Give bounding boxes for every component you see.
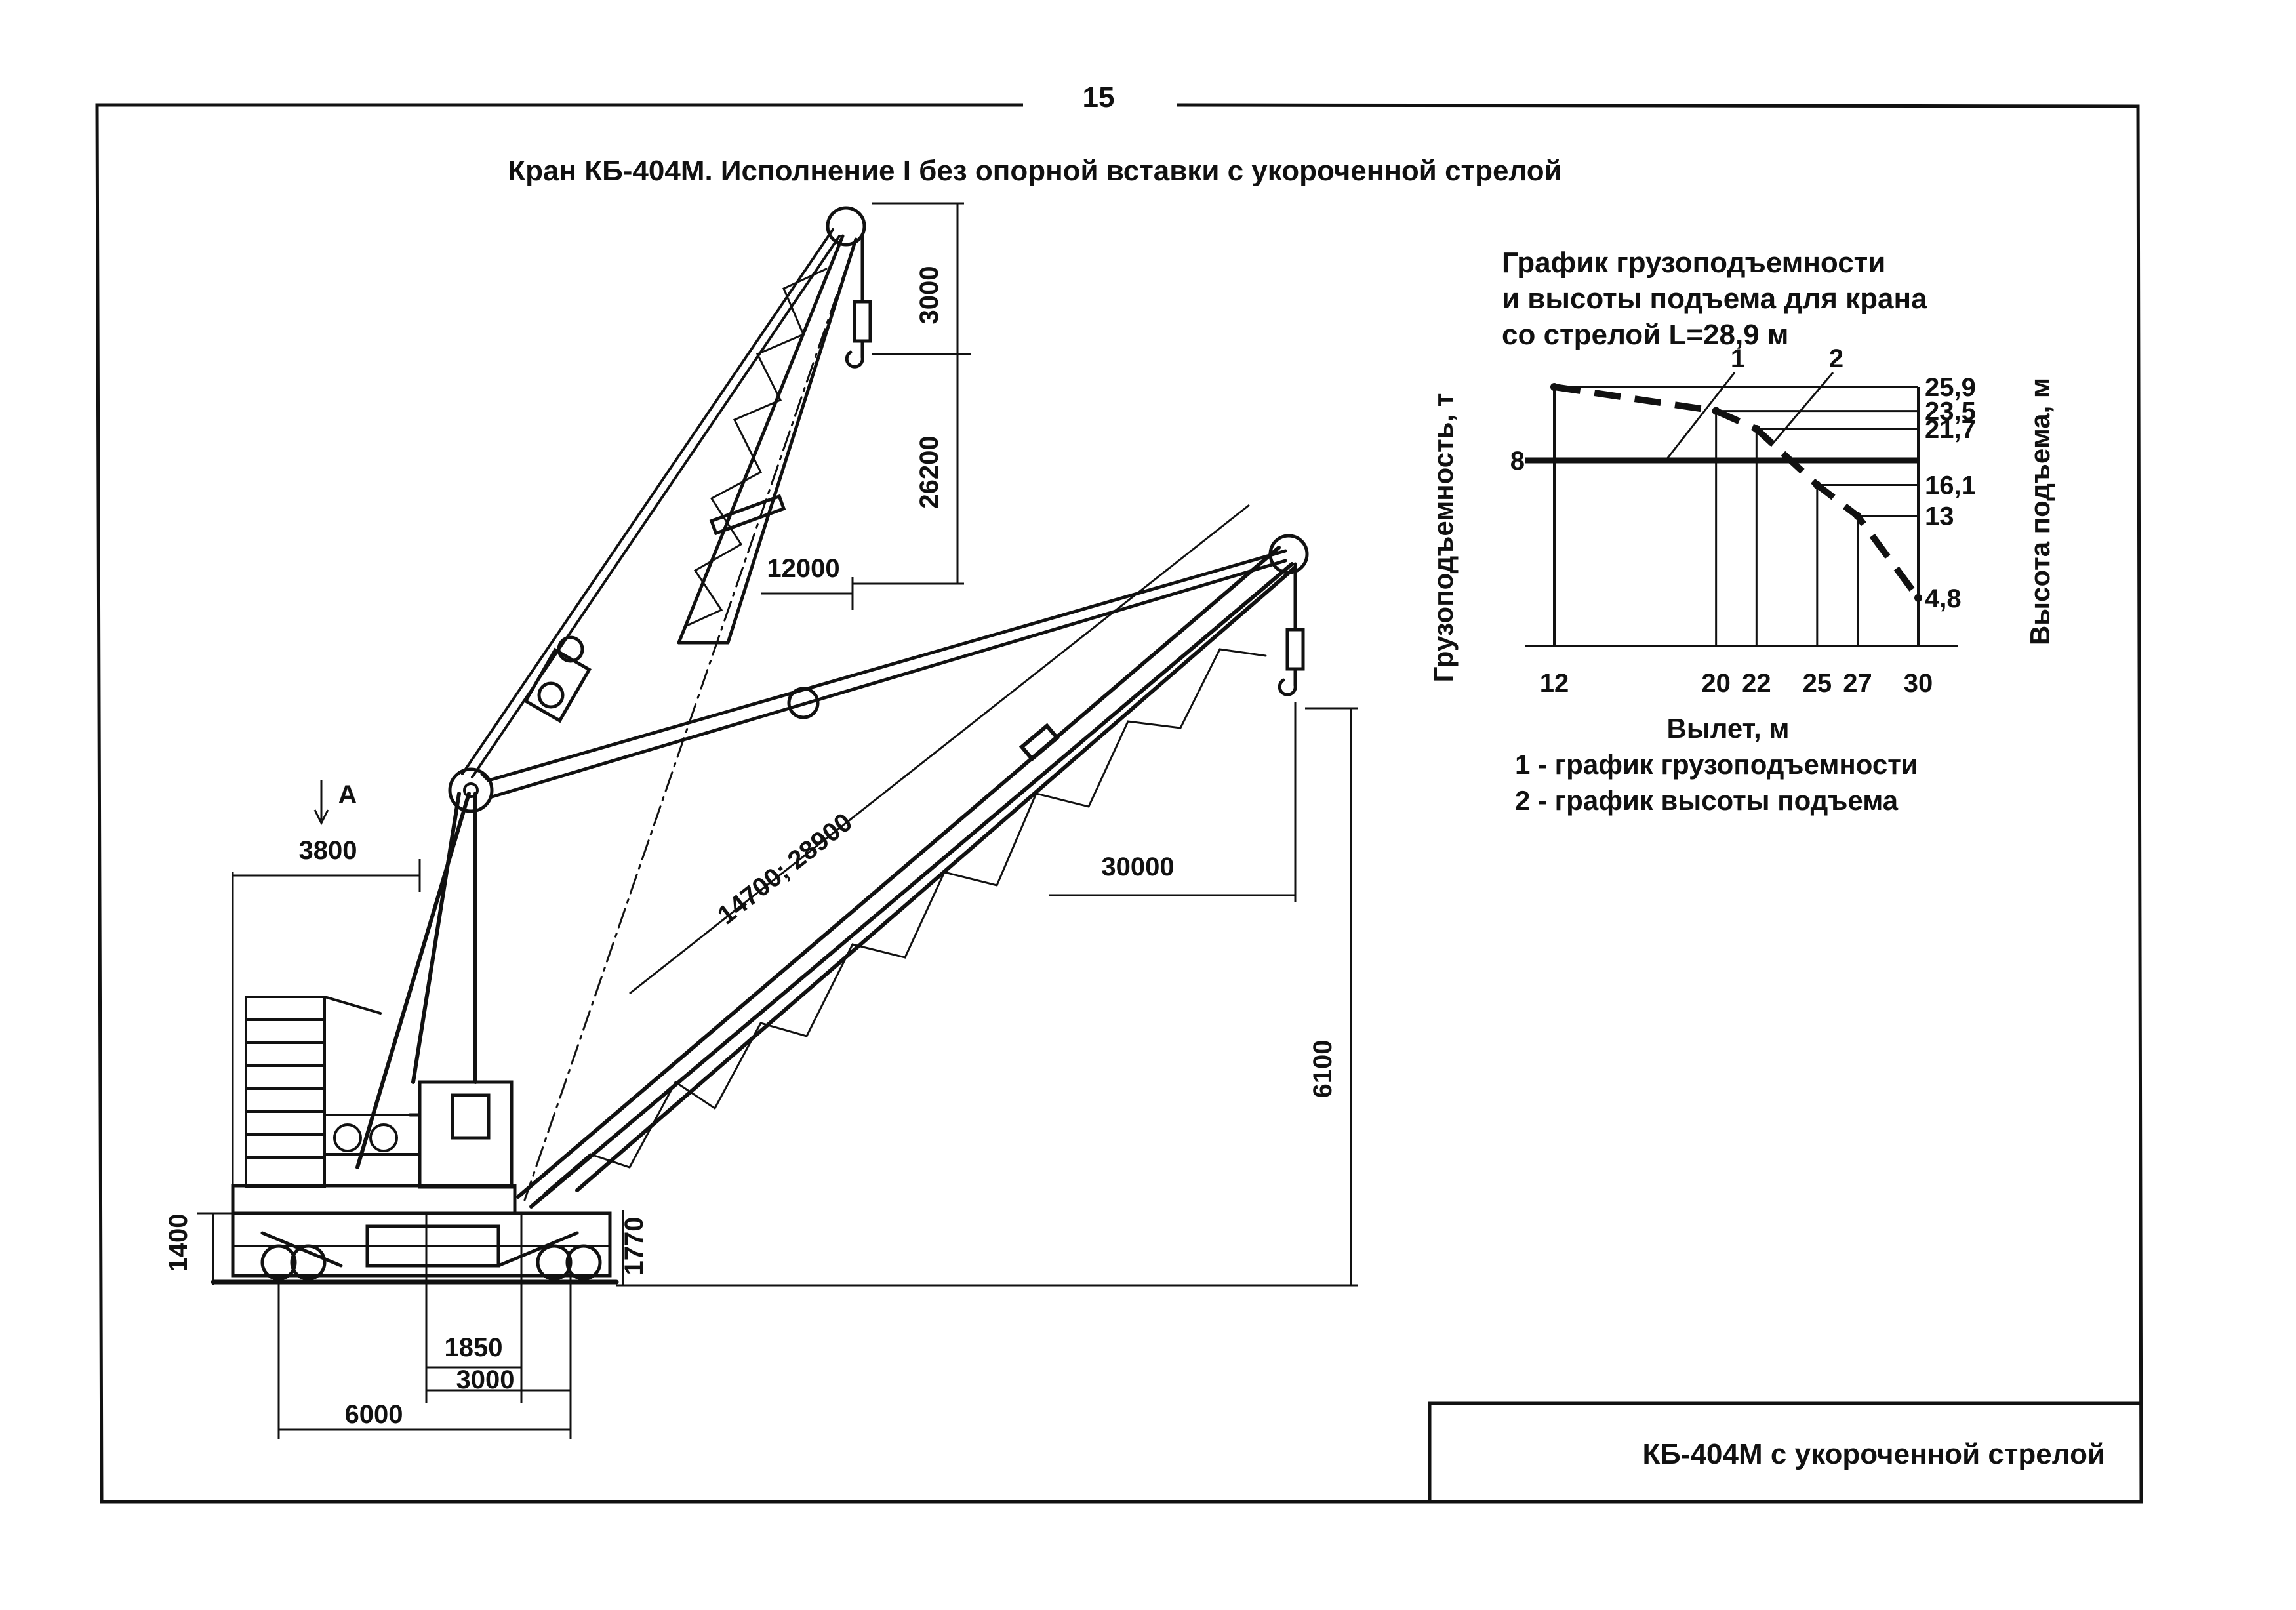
height-point-2 [1752,425,1761,433]
counterweight [245,996,382,1188]
marker-2-leader [1769,372,1834,447]
x-tick-label-3: 25 [1803,669,1832,698]
boom-axis-line [523,248,854,1201]
x-tick-label-1: 20 [1701,669,1731,698]
height-point-1 [1712,407,1720,415]
chart-xlabel: Вылет, м [1667,713,1790,744]
crawler-undercarriage [231,1211,612,1281]
chart-ylabel-right: Высота подъема, м [2024,378,2055,645]
right-tick-label-5: 4,8 [1925,584,1962,613]
right-tick-label-3: 16,1 [1925,471,1976,500]
mast-spreader [523,635,592,723]
height-point-0 [1550,383,1558,391]
right-tick-label-4: 13 [1925,502,1954,531]
raised-boom-hook [845,234,872,369]
dim-1770: 1770 [620,1217,649,1276]
pendant-block [787,687,820,719]
legend-item-2: 2 - график высоты подъема [1515,785,1899,816]
page-number: 15 [1083,81,1115,113]
sheet-frame [95,103,2143,1504]
stamp-text: КБ-404М с укороченной стрелой [1642,1438,2105,1470]
right-tick-label-1: 23,5 [1925,397,1976,426]
height-point-3 [1813,481,1821,489]
chart-title-line-2: и высоты подъема для крана [1502,283,1927,315]
raised-boom [677,234,858,645]
dim-6000: 6000 [345,1400,403,1429]
x-tick-label-5: 30 [1904,669,1933,698]
chart-title-line-1: График грузоподъемности [1502,247,1885,279]
dim-1850: 1850 [445,1333,503,1362]
dim-3800: 3800 [299,836,357,865]
operator-cabin [408,1080,514,1189]
dim-26200: 26200 [915,435,944,508]
dimension-lines [197,202,1358,1439]
turntable [231,1184,517,1215]
raised-boom-head-sheave [826,206,866,247]
dim-12000: 12000 [767,554,839,583]
right-tick-label-0: 25,9 [1925,373,1976,402]
legend-item-1: 1 - график грузоподъемности [1515,749,1918,780]
left-tick-label: 8 [1510,447,1525,475]
height-point-5 [1914,594,1922,602]
crane-drawing [211,206,1309,1285]
x-tick-label-2: 22 [1742,669,1771,698]
chart-title-line-3: со стрелой L=28,9 м [1502,319,1788,351]
right-tick-label-2: 21,7 [1925,415,1976,444]
marker-1-leader [1664,372,1736,461]
height-curve [1554,384,1922,600]
main-boom [516,546,1297,1209]
a-frame-mast [355,792,477,1169]
dim-boom-length: 14700; 28900 [712,807,858,930]
height-point-4 [1853,512,1862,520]
series-marker-2: 2 [1829,344,1843,373]
main-boom-pendants [480,549,1287,799]
dim-30000: 30000 [1101,853,1174,881]
series-marker-1: 1 [1731,344,1745,373]
dim-3000-top: 3000 [915,266,944,325]
main-boom-head-sheave [1268,534,1309,574]
dim-6100: 6100 [1308,1040,1337,1098]
drawing-title: Кран КБ-404М. Исполнение I без опорной в… [508,155,1561,187]
dim-3000-bottom: 3000 [456,1365,515,1394]
x-tick-label-4: 27 [1843,669,1872,698]
title-stamp [1428,1401,2141,1502]
mast-sheave [448,767,494,813]
main-boom-hook [1278,562,1305,696]
x-tick-label-0: 12 [1540,669,1569,698]
view-marker-a: А [338,780,357,809]
dim-1400: 1400 [164,1214,193,1272]
chart-ylabel-left: Грузоподъемность, т [1428,393,1459,683]
